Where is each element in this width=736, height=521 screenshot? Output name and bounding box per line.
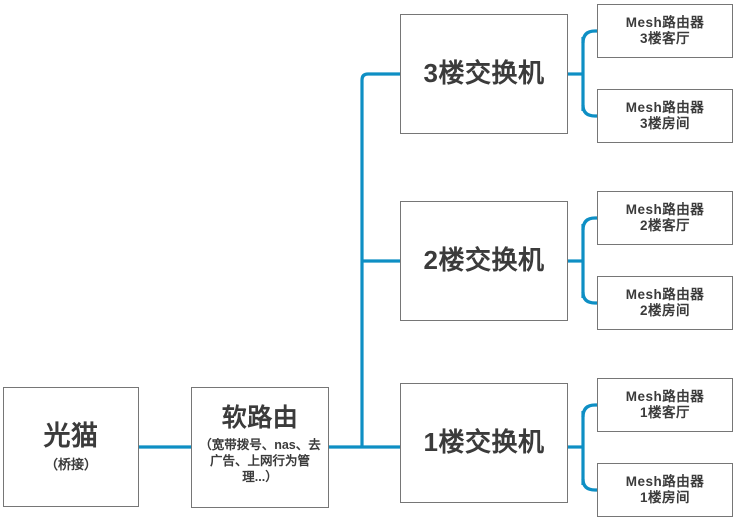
node-mesh-2f-bedroom-line1: Mesh路由器 xyxy=(625,287,705,303)
node-soft-router[interactable]: 软路由 （宽带拨号、nas、去广告、上网行为管理...） xyxy=(191,387,329,508)
node-switch-1f-title: 1楼交换机 xyxy=(423,427,545,458)
node-mesh-3f-bedroom-line2: 3楼房间 xyxy=(639,116,690,131)
node-mesh-2f-living-room-line1: Mesh路由器 xyxy=(625,202,705,218)
node-mesh-1f-living-room-line2: 1楼客厅 xyxy=(639,405,690,420)
node-mesh-2f-living-room-line2: 2楼客厅 xyxy=(639,218,690,233)
node-switch-2f[interactable]: 2楼交换机 xyxy=(400,201,568,321)
node-mesh-3f-bedroom[interactable]: Mesh路由器 3楼房间 xyxy=(597,89,733,143)
node-mesh-1f-bedroom-line2: 1楼房间 xyxy=(639,490,690,505)
node-soft-router-title: 软路由 xyxy=(221,403,299,432)
node-mesh-1f-living-room[interactable]: Mesh路由器 1楼客厅 xyxy=(597,378,733,432)
node-modem-subtitle: （桥接） xyxy=(44,456,97,472)
node-mesh-3f-living-room[interactable]: Mesh路由器 3楼客厅 xyxy=(597,4,733,58)
node-mesh-3f-bedroom-line1: Mesh路由器 xyxy=(625,100,705,116)
node-switch-3f[interactable]: 3楼交换机 xyxy=(400,14,568,134)
node-modem-title: 光猫 xyxy=(43,420,99,451)
node-mesh-1f-bedroom-line1: Mesh路由器 xyxy=(625,474,705,490)
link-brace2f-mesh-a xyxy=(581,216,597,231)
link-brace3f-mesh-a xyxy=(581,29,597,44)
node-switch-1f[interactable]: 1楼交换机 xyxy=(400,383,568,503)
node-modem[interactable]: 光猫 （桥接） xyxy=(3,387,139,507)
node-mesh-3f-living-room-line1: Mesh路由器 xyxy=(625,15,705,31)
node-mesh-3f-living-room-line2: 3楼客厅 xyxy=(639,31,690,46)
node-mesh-2f-living-room[interactable]: Mesh路由器 2楼客厅 xyxy=(597,191,733,245)
link-brace2f-mesh-b xyxy=(581,291,597,305)
link-brace1f-mesh-a xyxy=(581,403,597,418)
node-mesh-1f-living-room-line1: Mesh路由器 xyxy=(625,389,705,405)
node-mesh-2f-bedroom[interactable]: Mesh路由器 2楼房间 xyxy=(597,276,733,330)
node-switch-2f-title: 2楼交换机 xyxy=(423,245,545,276)
link-brace3f-mesh-b xyxy=(581,104,597,118)
node-soft-router-subtitle: （宽带拨号、nas、去广告、上网行为管理...） xyxy=(199,437,321,485)
link-brace1f-mesh-b xyxy=(581,478,597,492)
node-switch-3f-title: 3楼交换机 xyxy=(423,58,545,89)
link-trunk-switch-3f xyxy=(360,72,400,447)
node-mesh-2f-bedroom-line2: 2楼房间 xyxy=(639,303,690,318)
node-mesh-1f-bedroom[interactable]: Mesh路由器 1楼房间 xyxy=(597,463,733,517)
